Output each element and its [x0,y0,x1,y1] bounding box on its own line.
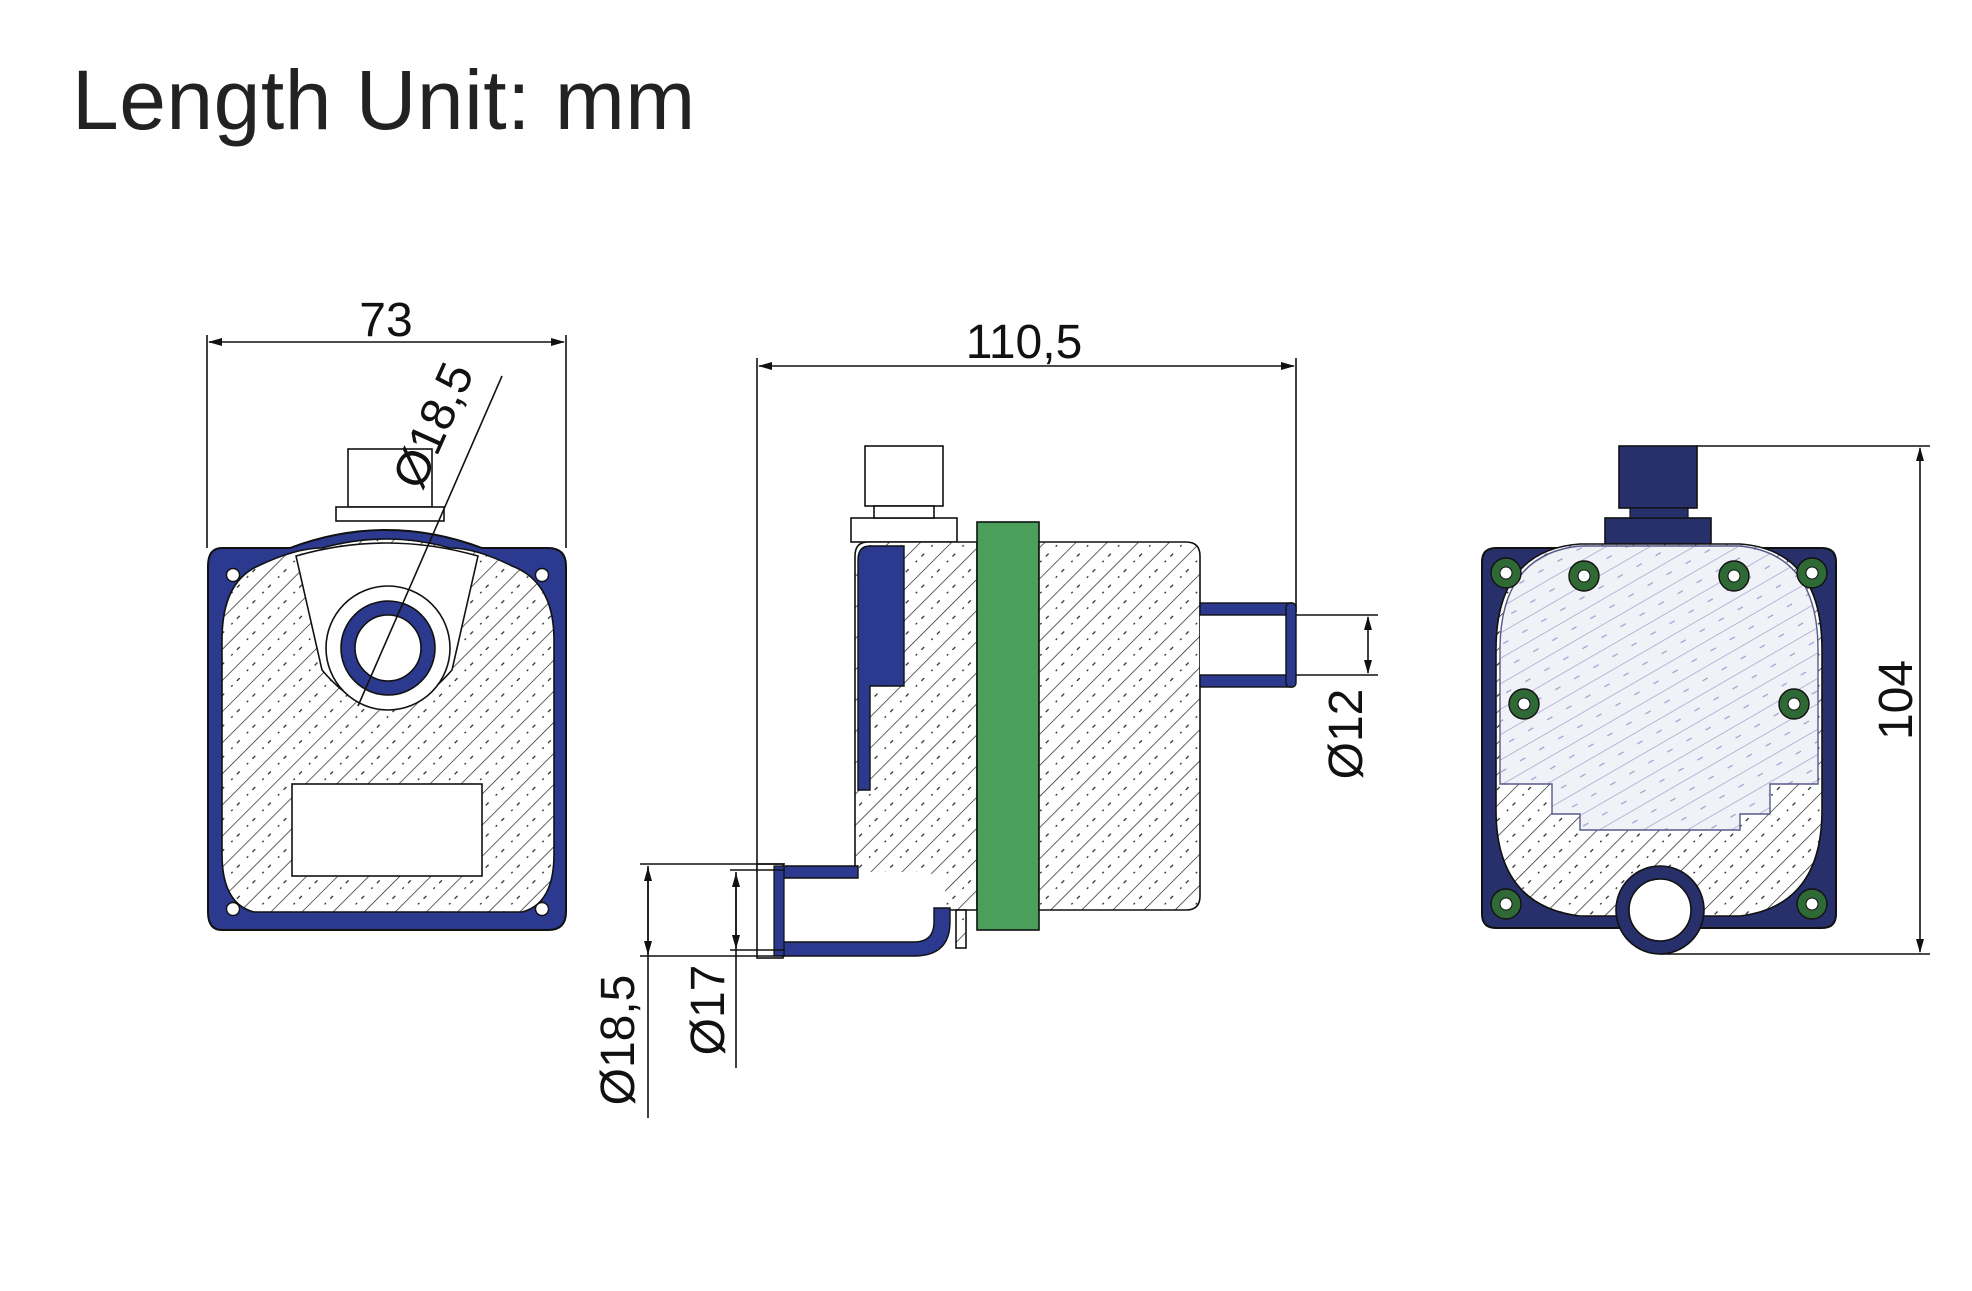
screw-socket-icon [1517,697,1531,711]
front-connector-base [335,506,445,522]
screw-socket-icon [1499,566,1513,580]
side-inlet-outer-label: Ø18,5 [592,975,645,1106]
side-view: 110,5 Ø12 [592,316,1378,1118]
side-outlet-wall-bottom [1199,674,1293,688]
screw-socket-icon [1499,897,1513,911]
side-inlet-elbow [759,907,951,957]
side-connector-base [850,517,958,543]
back-connector-base [1604,517,1712,545]
back-screws [1490,557,1828,920]
side-outlet-wall-top [1199,602,1293,616]
side-inlet-socket-lip [773,865,785,957]
side-outlet-bore [1200,603,1292,687]
front-diameter-label: Ø18,5 [383,355,485,496]
front-connector-cap [347,448,433,508]
front-mount-hole [225,901,241,917]
back-port-bore [1628,878,1692,942]
front-mount-hole [225,567,241,583]
side-outlet-label: Ø12 [1320,689,1373,780]
front-mount-hole [534,567,550,583]
screw-socket-icon [1805,897,1819,911]
side-gasket [976,521,1040,931]
back-view: 104 [1481,445,1930,955]
screw-socket-icon [1577,569,1591,583]
side-right-block [1038,541,1201,911]
side-inlet-bore [760,872,946,948]
back-connector-cap [1618,445,1698,509]
screw-socket-icon [1787,697,1801,711]
back-connector-neck [1629,507,1689,519]
screw-socket-icon [1727,569,1741,583]
screw-socket-icon [1805,566,1819,580]
front-label-window [291,783,483,877]
front-port-bore [354,614,422,682]
front-view: 73 Ø18,5 [206,294,567,931]
back-height-label: 104 [1870,660,1923,740]
side-internal-channel [857,545,905,791]
side-length-label: 110,5 [966,316,1083,369]
side-inlet-inner-label: Ø17 [682,965,735,1056]
side-connector-neck [873,505,935,519]
front-width-label: 73 [359,294,412,347]
side-inlet-boss [955,909,967,949]
side-outlet-lip [1285,602,1297,688]
front-diameter-leader [357,375,503,707]
back-cover-plate [1499,545,1819,831]
page-title: Length Unit: mm [72,53,696,147]
front-mount-hole [534,901,550,917]
side-connector-cap [864,445,944,507]
